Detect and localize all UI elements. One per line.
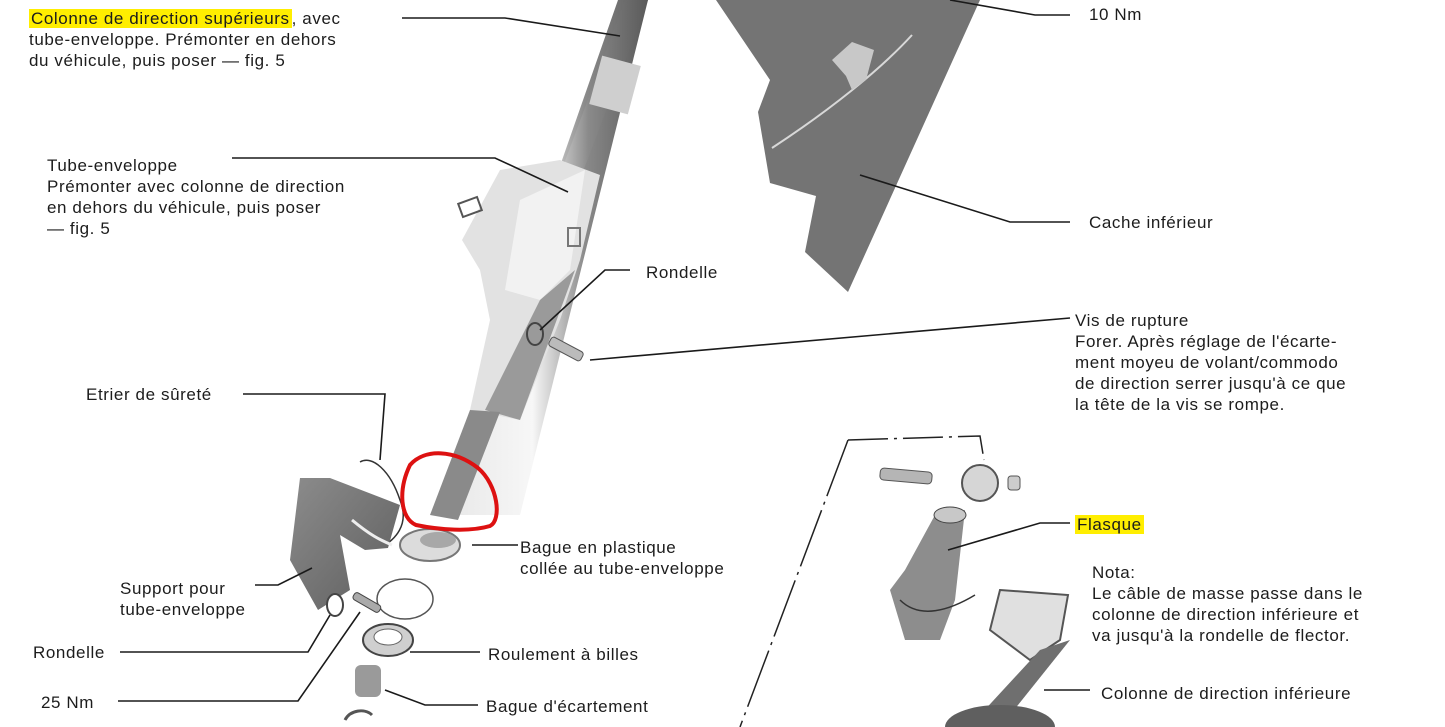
upper-steering-column-part (430, 0, 648, 520)
label-lower-steering-column: Colonne de direction inférieure (1101, 684, 1352, 703)
flasque-part (879, 464, 1021, 640)
label-roulement-a-billes: Roulement à billes (488, 645, 639, 664)
label-vis-de-rupture: Vis de rupture Forer. Après réglage de l… (1075, 311, 1347, 414)
cache-inferieur-part (716, 0, 980, 292)
leader-lines (118, 0, 1090, 706)
label-rondelle-bottom: Rondelle (33, 643, 105, 662)
label-torque-10nm: 10 Nm (1089, 5, 1143, 24)
label-tube-enveloppe: Tube-enveloppe Prémonter avec colonne de… (47, 156, 345, 238)
label-bague-en-plastique: Bague en plastique collée au tube-envelo… (520, 538, 725, 578)
label-torque-25nm: 25 Nm (41, 693, 95, 712)
label-upper-steering-column: Colonne de direction supérieurs, avec tu… (29, 9, 341, 70)
lower-column-part (945, 588, 1070, 727)
label-etrier-de-surete: Etrier de sûreté (86, 385, 212, 404)
label-rondelle-top: Rondelle (646, 263, 718, 282)
red-annotation-circle (400, 451, 499, 532)
label-bague-ecartement: Bague d'écartement (486, 697, 649, 716)
label-support-tube: Support pour tube-enveloppe (120, 579, 246, 619)
label-cache-inferieur: Cache inférieur (1089, 213, 1214, 232)
vis-de-rupture-part (548, 336, 584, 362)
label-nota: Nota: Le câble de masse passe dans le co… (1092, 563, 1363, 645)
upper-column-title: Colonne de direction supérieurs (29, 9, 292, 28)
support-bracket-part (290, 478, 400, 610)
label-flasque: Flasque (1075, 515, 1144, 534)
